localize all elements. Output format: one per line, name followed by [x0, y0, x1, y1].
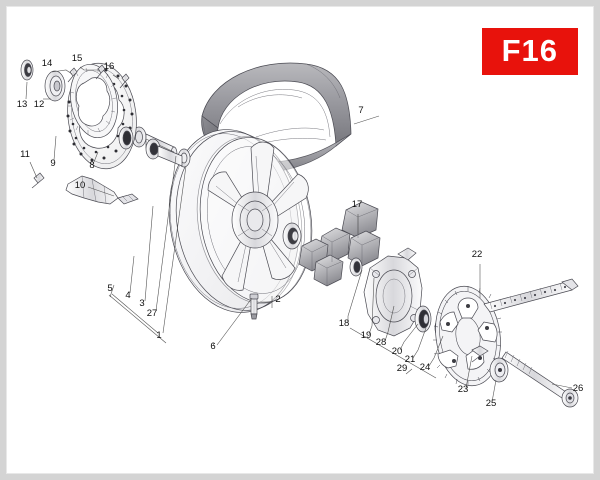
- callout-label-22: 22: [472, 249, 483, 260]
- callout-label-6: 6: [210, 341, 215, 352]
- leader-7: [353, 115, 380, 125]
- callout-label-23: 23: [458, 384, 469, 395]
- part-sprocket-nuts: [471, 345, 509, 383]
- callout-label-25: 25: [486, 398, 497, 409]
- callout-label-5: 5: [107, 283, 112, 294]
- callout-label-24: 24: [420, 362, 431, 373]
- callout-label-16: 16: [104, 61, 115, 72]
- callout-label-8: 8: [89, 160, 94, 171]
- callout-label-18: 18: [339, 318, 350, 329]
- callout-label-11: 11: [20, 149, 30, 160]
- callout-label-3: 3: [139, 298, 144, 309]
- part-rear-axle-bolt: [501, 350, 579, 408]
- callout-label-2: 2: [275, 294, 280, 305]
- part-axle-collar-assembly: [31, 172, 139, 205]
- part-disc-bolts: [67, 64, 130, 89]
- callout-label-13: 13: [17, 99, 28, 110]
- callout-label-14: 14: [42, 58, 53, 69]
- part-cush-drive-hub: [349, 247, 423, 337]
- leader-2: [260, 296, 273, 308]
- callout-label-9: 9: [50, 158, 55, 169]
- callout-label-7: 7: [358, 105, 363, 116]
- callout-label-19: 19: [361, 330, 372, 341]
- callout-label-29: 29: [397, 363, 408, 374]
- callout-label-12: 12: [34, 99, 45, 110]
- callout-label-21: 21: [405, 354, 416, 365]
- callout-label-20: 20: [392, 346, 403, 357]
- part-tyre-valve-stem: [249, 293, 259, 320]
- part-small-bearings-left: [20, 59, 130, 139]
- part-rear-wheel-rim: [168, 129, 313, 313]
- sprocket-bolt-holes: [446, 304, 489, 363]
- callout-label-1: 1: [156, 330, 161, 341]
- callout-label-26: 26: [573, 383, 584, 394]
- parts-diagram-canvas: 1234567891011121314151617181920212223242…: [17, 53, 584, 409]
- part-cush-drive-rubbers: [298, 201, 381, 287]
- callout-label-10: 10: [75, 180, 86, 191]
- leader-lines: [25, 66, 573, 403]
- callout-label-15: 15: [72, 53, 83, 64]
- callout-label-27: 27: [147, 308, 158, 319]
- part-drive-chain: [483, 278, 579, 313]
- callout-label-4: 4: [125, 290, 130, 301]
- callout-label-17: 17: [352, 199, 363, 210]
- page-badge: F16: [481, 28, 578, 75]
- callout-label-28: 28: [376, 337, 387, 348]
